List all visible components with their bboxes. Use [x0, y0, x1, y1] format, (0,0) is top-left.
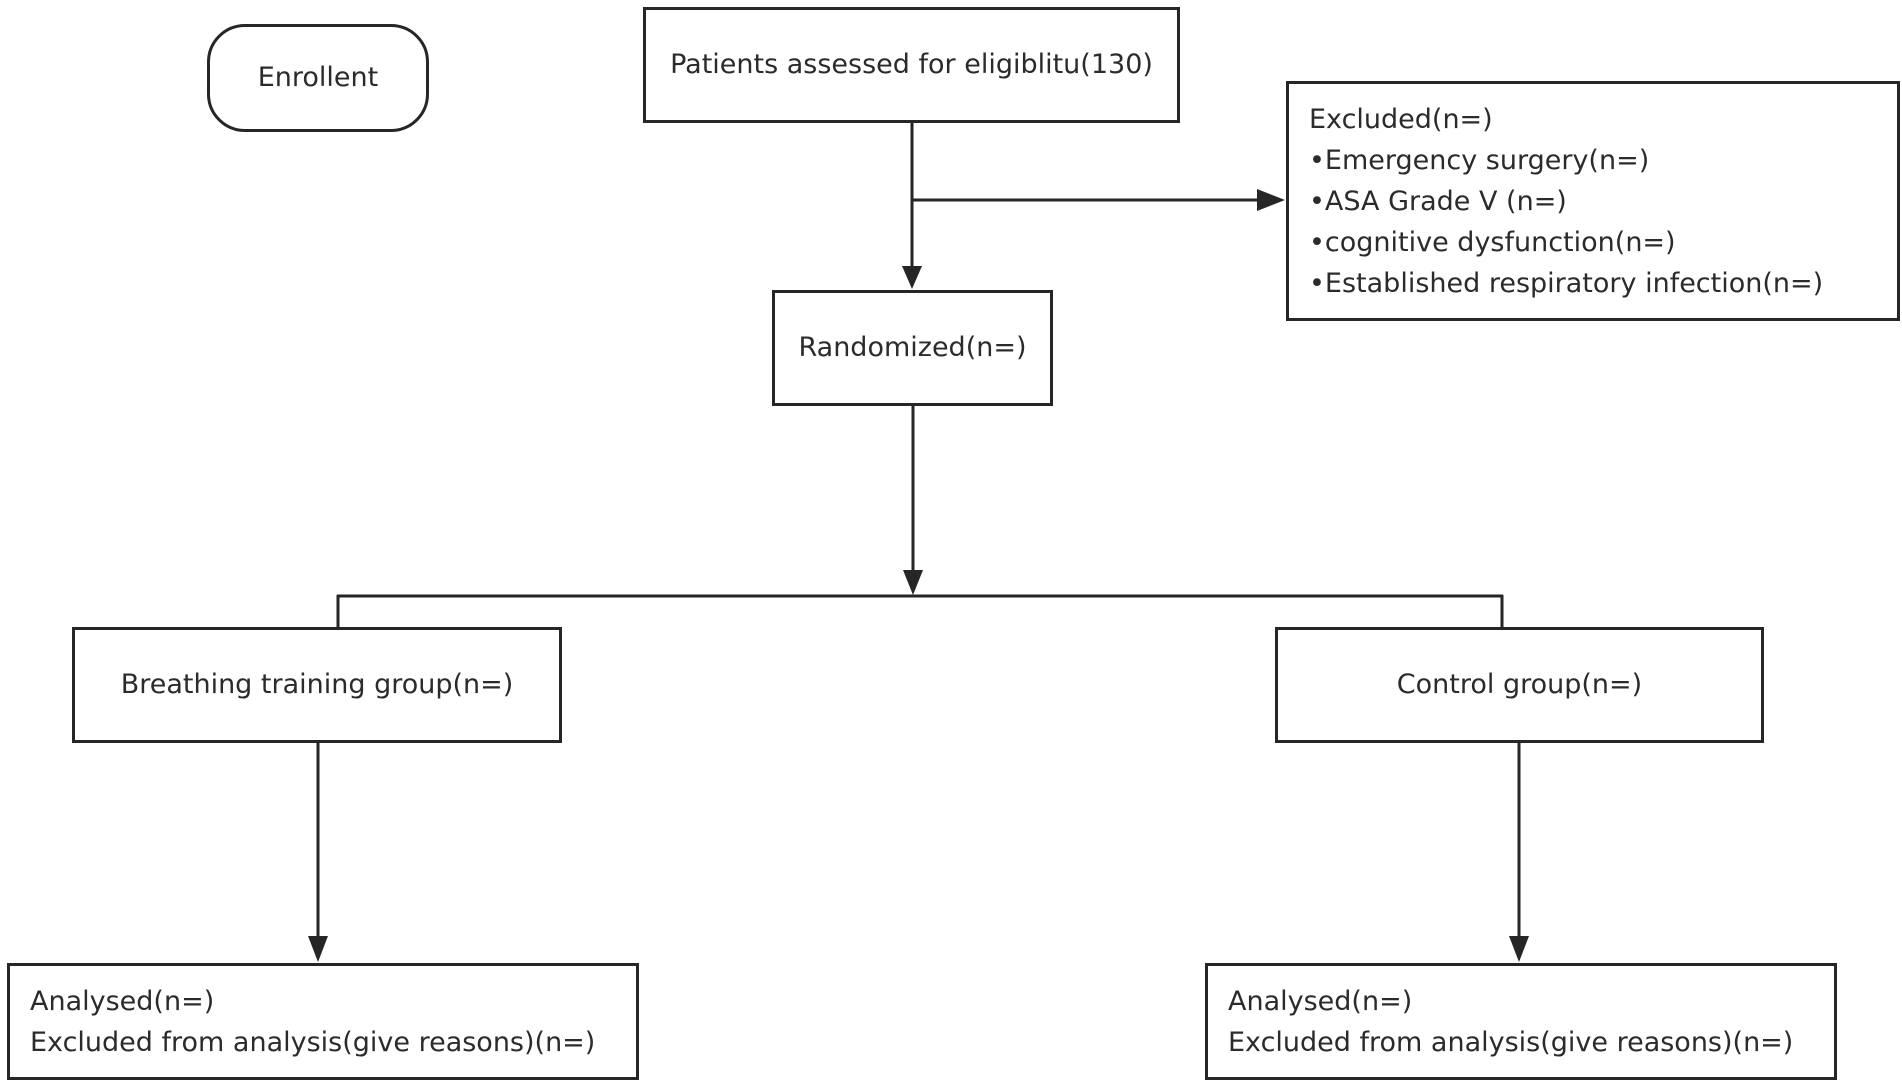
breathing-analysed-count: Analysed(n=) — [30, 985, 215, 1017]
breathing-training-group-label: Breathing training group(n=) — [120, 668, 514, 700]
breathing-analysis-box: Analysed(n=) Excluded from analysis(give… — [7, 963, 639, 1080]
arrowhead-analysed-left — [308, 936, 328, 962]
breathing-excluded-from-analysis: Excluded from analysis(give reasons)(n=) — [30, 1026, 596, 1058]
arrowhead-randomized — [902, 266, 922, 289]
arrowhead-split — [903, 570, 923, 595]
control-excluded-from-analysis: Excluded from analysis(give reasons)(n=) — [1228, 1026, 1794, 1058]
control-group-label: Control group(n=) — [1396, 668, 1643, 700]
exclusion-item-asa-grade: •ASA Grade V (n=) — [1309, 185, 1567, 217]
exclusion-title: Excluded(n=) — [1309, 103, 1493, 135]
control-group-box: Control group(n=) — [1275, 627, 1764, 743]
randomization-box: Randomized(n=) — [772, 290, 1053, 406]
enrollment-stage-label: Enrollent — [207, 24, 429, 132]
assessment-box: Patients assessed for eligiblitu(130) — [643, 7, 1180, 123]
exclusion-item-respiratory-infection: •Established respiratory infection(n=) — [1309, 267, 1824, 299]
arrowhead-excluded — [1257, 189, 1285, 211]
exclusion-item-cognitive-dysfunction: •cognitive dysfunction(n=) — [1309, 226, 1676, 258]
arrowhead-analysed-right — [1509, 936, 1529, 962]
control-analysis-box: Analysed(n=) Excluded from analysis(give… — [1205, 963, 1837, 1080]
assessment-label: Patients assessed for eligiblitu(130) — [670, 48, 1153, 80]
control-analysed-count: Analysed(n=) — [1228, 985, 1413, 1017]
enrollment-label: Enrollent — [257, 61, 379, 93]
exclusion-box: Excluded(n=) •Emergency surgery(n=) •ASA… — [1286, 81, 1900, 321]
randomization-label: Randomized(n=) — [798, 331, 1027, 363]
breathing-training-group-box: Breathing training group(n=) — [72, 627, 562, 743]
exclusion-item-emergency-surgery: •Emergency surgery(n=) — [1309, 144, 1650, 176]
